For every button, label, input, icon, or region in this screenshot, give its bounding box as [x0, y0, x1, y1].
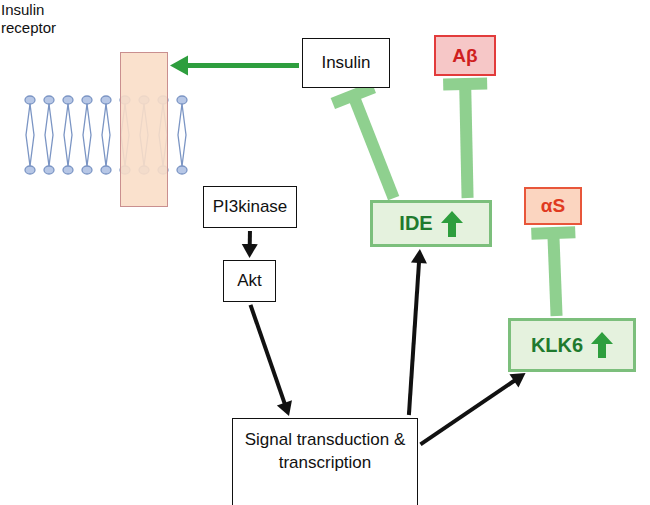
- arrow-connector: [250, 305, 292, 416]
- receptor-box: Insulin receptor: [120, 52, 168, 207]
- node-label: Signal transduction & transcription: [240, 429, 410, 475]
- inhibition-connector: [333, 87, 394, 198]
- node-label: Insulin: [321, 53, 370, 73]
- arrow-connector: [409, 249, 427, 415]
- node-label: Aβ: [452, 45, 477, 67]
- inhibition-connector: [531, 232, 575, 316]
- lipid: [101, 96, 111, 174]
- arrow-connector: [420, 373, 525, 444]
- node-label: PI3kinase: [213, 197, 288, 217]
- node-label: IDE: [399, 212, 432, 235]
- process-box: Signal transduction & transcription: [232, 418, 418, 505]
- protein-box: αS: [524, 187, 582, 225]
- process-box: Akt: [223, 260, 276, 302]
- arrow-connector: [242, 231, 258, 258]
- lipid: [44, 96, 54, 174]
- node-label: αS: [541, 195, 565, 217]
- node-label: Akt: [237, 271, 262, 291]
- lipid: [63, 96, 73, 174]
- lipid: [177, 96, 187, 174]
- process-box: PI3kinase: [203, 186, 297, 228]
- enzyme-box: IDE: [370, 200, 492, 247]
- lipid: [82, 96, 92, 174]
- peptide-box: Aβ: [434, 35, 496, 76]
- arrow-connector: [170, 55, 299, 75]
- node-label: KLK6: [531, 334, 583, 357]
- receptor-label: Insulin receptor: [1, 1, 73, 37]
- inhibition-connector: [443, 84, 487, 198]
- process-box: Insulin: [302, 38, 390, 88]
- enzyme-box: KLK6: [508, 318, 636, 372]
- lipid: [25, 96, 35, 174]
- increase-arrow: [591, 332, 613, 358]
- increase-arrow: [441, 211, 463, 237]
